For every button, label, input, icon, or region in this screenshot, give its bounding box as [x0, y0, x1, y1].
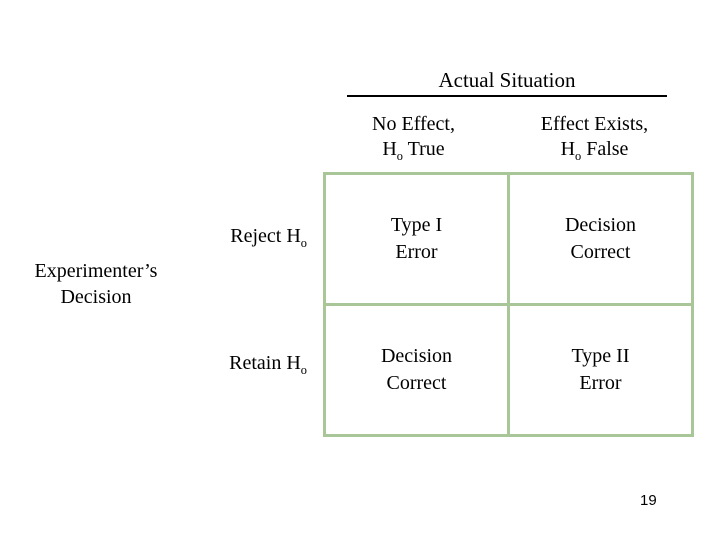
- row-header-reject-h0-subscript: o: [300, 236, 307, 250]
- row-header-reject-h0: Reject Ho: [115, 223, 315, 249]
- cell-retain-no-effect-line2: Correct: [386, 372, 447, 394]
- row-header-retain-h0-text: Retain H: [229, 352, 301, 374]
- table-row: Type I Error Decision Correct: [323, 172, 694, 306]
- row-header-retain-h0: Retain Ho: [115, 350, 315, 376]
- column-header-no-effect-h: H: [382, 138, 397, 160]
- cell-retain-effect-exists-line2: Error: [579, 372, 622, 394]
- column-header-no-effect-subscript: o: [396, 149, 403, 163]
- cell-reject-no-effect: Type I Error: [323, 172, 510, 306]
- column-header-effect-exists-state: False: [581, 138, 629, 160]
- row-header-retain-h0-subscript: o: [300, 363, 307, 377]
- cell-retain-no-effect-line1: Decision: [380, 345, 453, 367]
- column-header-effect-exists-line1: Effect Exists,: [540, 113, 649, 135]
- table-row: Decision Correct Type II Error: [323, 303, 694, 437]
- experimenters-decision-line1: Experimenter’s: [34, 260, 158, 282]
- actual-situation-title: Actual Situation: [438, 68, 576, 92]
- column-header-effect-exists-line2: Ho False: [504, 137, 685, 162]
- cell-reject-effect-exists-line2: Correct: [570, 241, 631, 263]
- actual-situation-header-group: Actual Situation: [347, 68, 667, 97]
- cell-retain-effect-exists-line1: Type II: [571, 345, 630, 367]
- column-header-no-effect: No Effect, Ho True: [323, 112, 504, 162]
- experimenters-decision-line2: Decision: [60, 286, 132, 308]
- column-header-no-effect-line2: Ho True: [323, 137, 504, 162]
- column-header-no-effect-state: True: [402, 138, 445, 160]
- row-header-reject-h0-text: Reject H: [230, 225, 301, 247]
- column-header-no-effect-line1: No Effect,: [372, 113, 455, 135]
- cell-retain-no-effect: Decision Correct: [323, 303, 510, 437]
- cell-reject-effect-exists-line1: Decision: [564, 214, 637, 236]
- cell-reject-no-effect-line2: Error: [395, 241, 438, 263]
- column-header-effect-exists-subscript: o: [575, 149, 582, 163]
- cell-reject-no-effect-line1: Type I: [390, 214, 443, 236]
- column-header-effect-exists-h: H: [560, 138, 576, 160]
- cell-retain-effect-exists: Type II Error: [507, 303, 694, 437]
- experimenters-decision-label: Experimenter’s Decision: [6, 258, 186, 310]
- decision-matrix-table: Type I Error Decision Correct Decision C…: [323, 172, 694, 437]
- column-header-effect-exists: Effect Exists, Ho False: [504, 112, 685, 162]
- slide-number: 19: [640, 492, 657, 509]
- decision-matrix-body: Type I Error Decision Correct Decision C…: [323, 172, 694, 437]
- cell-reject-effect-exists: Decision Correct: [507, 172, 694, 306]
- actual-situation-underline: [347, 95, 667, 97]
